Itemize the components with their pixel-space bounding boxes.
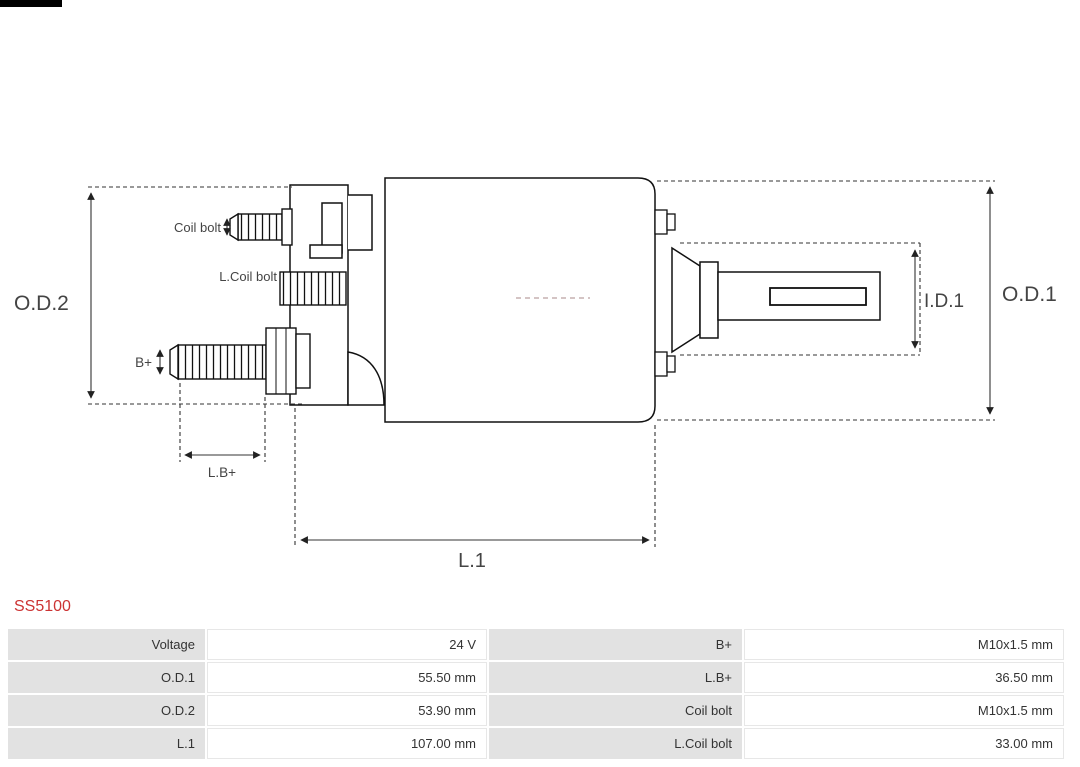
terminal-stud-top (654, 209, 668, 235)
table-cell-label: O.D.2 (8, 695, 205, 726)
dimension-lines (87, 180, 995, 547)
table-cell-value: 24 V (207, 629, 487, 660)
od2-label: O.D.2 (14, 292, 69, 315)
id1-label: I.D.1 (924, 291, 964, 312)
table-cell-value: 36.50 mm (744, 662, 1064, 693)
flange-step (309, 244, 343, 259)
l-coil-bolt-collar (279, 271, 347, 306)
coil-bolt-label: Coil bolt (174, 220, 221, 235)
flange-web-curve (347, 351, 385, 406)
flange-bracket-top (348, 194, 373, 251)
l1-label: L.1 (458, 550, 486, 572)
coil-bolt-head (281, 208, 293, 246)
coil-bolt (229, 208, 293, 246)
l-coil-bolt-label: L.Coil bolt (219, 269, 277, 284)
b-plus-washer (295, 333, 311, 389)
table-cell-label: L.Coil bolt (489, 728, 742, 759)
table-cell-label: Voltage (8, 629, 205, 660)
table-cell-label: B+ (489, 629, 742, 660)
logo (0, 0, 62, 7)
coil-bolt-tip (229, 212, 239, 242)
b-label: B+ (135, 355, 152, 370)
terminal-stud-bottom (654, 351, 668, 377)
table-cell-label: O.D.1 (8, 662, 205, 693)
coil-bolt-threads (237, 213, 283, 241)
table-cell-value: 33.00 mm (744, 728, 1064, 759)
solenoid-technical-drawing: O.D.2 O.D.1 I.D.1 L.1 L.B+ B+ Coil bolt … (14, 177, 1057, 572)
main-housing (384, 177, 656, 423)
table-cell-value: 107.00 mm (207, 728, 487, 759)
b-plus-bolt (169, 327, 311, 395)
table-cell-label: L.1 (8, 728, 205, 759)
product-code: SS5100 (14, 598, 71, 615)
table-cell-value: M10x1.5 mm (744, 695, 1064, 726)
table-cell-value: M10x1.5 mm (744, 629, 1064, 660)
lb-label: L.B+ (208, 465, 236, 480)
table-cell-value: 55.50 mm (207, 662, 487, 693)
plunger (671, 246, 881, 354)
od1-label: O.D.1 (1002, 283, 1057, 306)
table-cell-value: 53.90 mm (207, 695, 487, 726)
spec-table: Voltage 24 V B+ M10x1.5 mm O.D.1 55.50 m… (8, 629, 1064, 759)
b-plus-threads (177, 344, 267, 380)
table-cell-label: Coil bolt (489, 695, 742, 726)
b-plus-hex-nut (265, 327, 297, 395)
plunger-collar (699, 261, 719, 339)
b-plus-tip (169, 343, 179, 381)
terminal-studs (654, 209, 676, 377)
table-cell-label: L.B+ (489, 662, 742, 693)
plunger-cone (671, 246, 701, 354)
plunger-slot (769, 287, 867, 306)
